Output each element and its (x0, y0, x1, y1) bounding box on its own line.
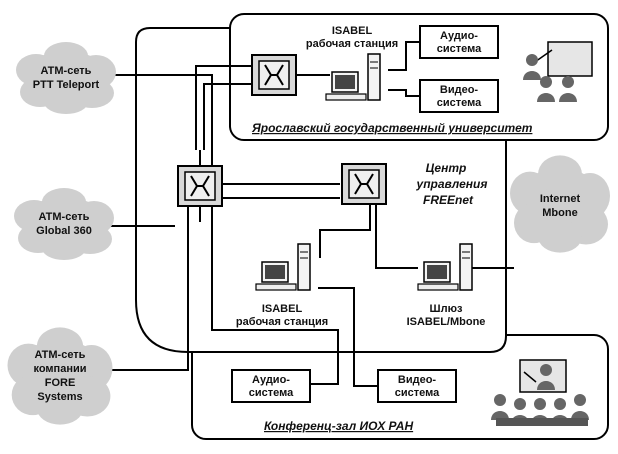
cloud-internet-mbone: Internet Mbone (510, 155, 610, 253)
conference-audio-line1: Аудио- (252, 374, 290, 386)
conference-video-box (377, 369, 457, 403)
cloud-global360: ATM-сеть Global 360 (14, 188, 114, 260)
presenter-audience-icon (491, 359, 589, 426)
gateway-title: Шлюз (430, 303, 463, 315)
cloud-fore-line4: Systems (37, 391, 82, 403)
cloud-icon (14, 188, 114, 260)
yaroslavl-video-line2: система (437, 97, 482, 109)
yaroslavl-workstation-subtitle: рабочая станция (306, 38, 398, 50)
cloud-fore-systems: ATM-сеть компании FORE Systems (7, 327, 113, 425)
atm-switch-icon (341, 163, 387, 205)
cloud-internet-line1: Internet (540, 193, 581, 205)
cloud-ptt-line2: PTT Teleport (33, 79, 100, 91)
conference-audio-box (231, 369, 311, 403)
yaroslavl-workstation-title: ISABEL (332, 25, 373, 37)
yaroslavl-caption: Ярославский государственный университет (251, 121, 533, 135)
gateway-subtitle: ISABEL/Mbone (407, 316, 486, 328)
cloud-fore-line3: FORE (45, 377, 76, 389)
cloud-global-line1: ATM-сеть (39, 211, 90, 223)
conference-video-line2: система (395, 387, 440, 399)
cloud-icon (16, 42, 116, 114)
yaroslavl-video-box (419, 79, 499, 113)
conference-video-line1: Видео- (398, 374, 437, 386)
cloud-internet-line2: Mbone (542, 207, 577, 219)
center-label-line2: управления (416, 177, 488, 191)
cloud-ptt-line1: ATM-сеть (41, 65, 92, 77)
conference-audio-line2: система (249, 387, 294, 399)
yaroslavl-box (229, 13, 609, 141)
center-workstation-subtitle: рабочая станция (236, 316, 328, 328)
cloud-fore-line2: компании (33, 363, 86, 375)
cloud-icon (7, 327, 113, 425)
cloud-global-line2: Global 360 (36, 225, 92, 237)
conference-caption: Конференц-зал ИОХ РАН (264, 419, 413, 433)
center-workstation-title: ISABEL (262, 303, 303, 315)
center-label-line1: Центр (426, 161, 467, 175)
yaroslavl-audio-box (419, 25, 499, 59)
yaroslavl-audio-line2: система (437, 43, 482, 55)
cloud-ptt-teleport: ATM-сеть PTT Teleport (16, 42, 116, 114)
atm-switch-icon (251, 54, 297, 96)
cloud-fore-line1: ATM-сеть (35, 349, 86, 361)
yaroslavl-video-line1: Видео- (440, 84, 479, 96)
yaroslavl-audio-line1: Аудио- (440, 30, 478, 42)
center-label-line3: FREEnet (423, 193, 474, 207)
network-links (102, 41, 514, 387)
atm-switch-icon (177, 165, 223, 207)
presenter-audience-icon (523, 41, 593, 102)
